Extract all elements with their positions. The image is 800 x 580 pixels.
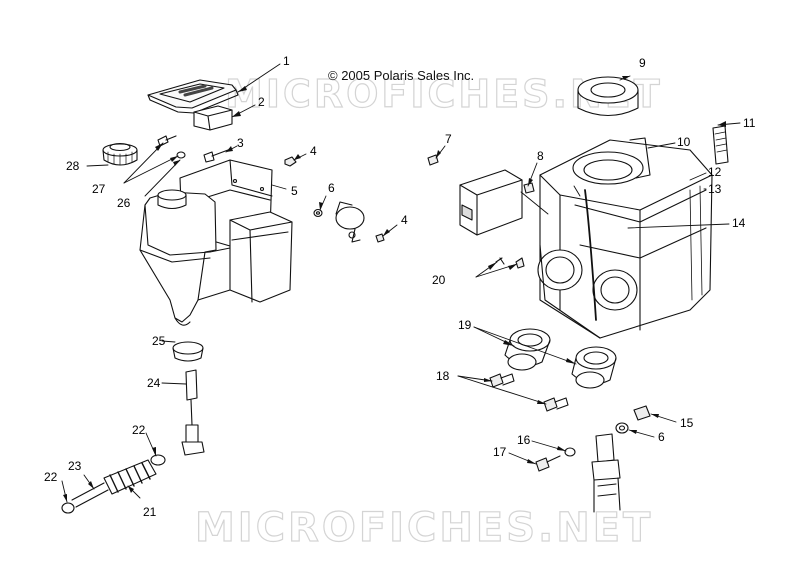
part-6-washer-right (615, 422, 629, 434)
part-2-block (193, 105, 233, 131)
part-15-nut (633, 405, 651, 421)
callout-15: 15 (680, 416, 694, 430)
part-17-bolt (535, 455, 561, 472)
part-20-bolts (495, 257, 525, 269)
part-27-bolt (157, 135, 177, 147)
part-22-clamp-upper (150, 454, 166, 466)
part-22-clamp-lower (61, 502, 75, 514)
callout-22-upper: 22 (132, 423, 146, 437)
callout-27: 27 (92, 182, 106, 196)
callout-18: 18 (436, 369, 450, 383)
callout-24: 24 (147, 376, 161, 390)
part-16-washer (564, 447, 576, 457)
callout-6-right: 6 (658, 430, 665, 444)
watermark-bottom: MICROFICHES.NET (194, 504, 654, 551)
callout-3: 3 (237, 136, 244, 150)
control-module (459, 169, 523, 236)
part-25-grommet (172, 341, 204, 362)
part-9-foam-filter (577, 76, 639, 116)
part-23-hose (71, 482, 109, 508)
part-18-bolt-left (489, 373, 515, 388)
part-4-nut-upper (284, 156, 297, 167)
callout-13: 13 (708, 182, 722, 196)
part-19-boot-left (504, 328, 551, 371)
callout-1: 1 (283, 54, 290, 68)
callout-7: 7 (445, 132, 452, 146)
callout-28: 28 (66, 159, 80, 173)
part-7-bolt (427, 154, 439, 166)
callout-9: 9 (639, 56, 646, 70)
part-3-bolt (203, 149, 229, 163)
callout-11: 11 (743, 116, 756, 130)
callout-26: 26 (117, 196, 131, 210)
part-19-boot-right (571, 346, 617, 389)
callout-10: 10 (677, 135, 691, 149)
callout-20: 20 (432, 273, 446, 287)
leader-arrowheads (63, 76, 726, 502)
callout-12: 12 (708, 165, 722, 179)
tank (139, 189, 293, 326)
part-18-bolt-right (543, 397, 569, 412)
callout-8: 8 (537, 149, 544, 163)
callout-14: 14 (732, 216, 746, 230)
callout-23: 23 (68, 459, 82, 473)
callout-21: 21 (143, 505, 157, 519)
callout-16: 16 (517, 433, 531, 447)
callout-22-lower: 22 (44, 470, 58, 484)
part-4-nut-lower (375, 233, 385, 243)
sensor (591, 433, 621, 513)
copyright-notice: © 2005 Polaris Sales Inc. (328, 68, 475, 83)
part-28-cap (102, 142, 138, 166)
part-11-tab (712, 125, 729, 165)
part-6-washer-left (313, 208, 323, 218)
callout-5: 5 (291, 184, 298, 198)
callout-19: 19 (458, 318, 472, 332)
airbox (537, 137, 713, 339)
callout-4-lower: 4 (401, 213, 408, 227)
callout-6-left: 6 (328, 181, 335, 195)
part-21-filter (103, 459, 157, 495)
part-24-pump (181, 369, 205, 456)
callout-4-upper: 4 (310, 144, 317, 158)
callout-25: 25 (152, 334, 166, 348)
part-26-washer (176, 151, 186, 159)
actuator (335, 201, 365, 243)
callout-2: 2 (258, 95, 265, 109)
part-1-cover (147, 79, 239, 114)
callout-17: 17 (493, 445, 507, 459)
